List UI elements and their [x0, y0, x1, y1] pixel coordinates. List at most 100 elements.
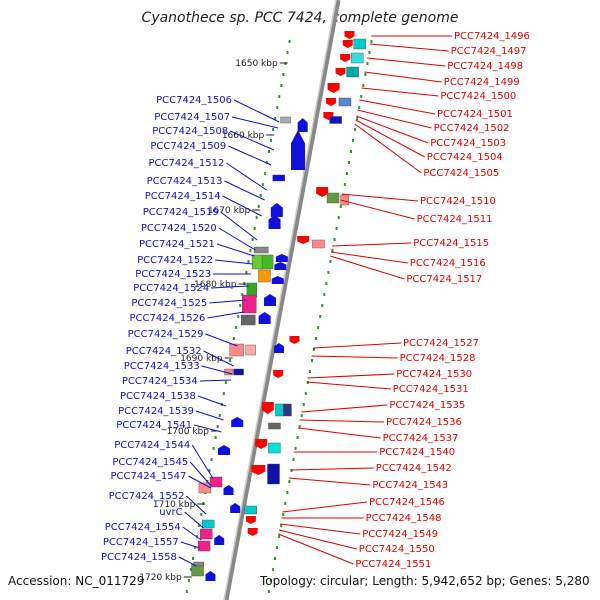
left-leader-line: [209, 299, 247, 304]
right-leader-line: [356, 115, 429, 144]
track-dot: [323, 293, 326, 296]
gene-arrow-reverse: [340, 54, 351, 62]
track-dot: [366, 62, 369, 65]
track-dot: [280, 84, 283, 87]
right-leader-line: [357, 109, 432, 129]
track-dot: [189, 568, 192, 571]
track-dot: [222, 392, 225, 395]
track-dot: [292, 458, 295, 461]
track-dot: [245, 271, 248, 274]
left-leader-line: [226, 162, 267, 191]
right-gene-label: PCC7424_1550: [359, 544, 435, 555]
gene-block: [353, 38, 366, 50]
left-gene-label: PCC7424_1529: [128, 329, 204, 340]
kbp-tick-label: 1660 kbp: [222, 131, 265, 141]
gene-arrow-forward: [258, 312, 271, 324]
gene-arrow-reverse: [335, 68, 346, 76]
track-dot: [370, 40, 373, 43]
left-leader-line: [188, 475, 212, 489]
gene-block: [346, 66, 359, 78]
track-dot: [274, 117, 277, 120]
gene-block: [251, 254, 263, 270]
right-gene-label: PCC7424_1515: [413, 238, 489, 249]
left-gene-label: PCC7424_1512: [148, 158, 224, 169]
right-leader-line: [290, 467, 374, 471]
right-leader-line: [364, 71, 442, 83]
track-dot: [274, 557, 277, 560]
left-leader-line: [199, 379, 232, 382]
track-dot: [253, 227, 256, 230]
track-dot: [339, 205, 342, 208]
track-dot: [228, 359, 231, 362]
gene-arrow-reverse: [342, 40, 353, 48]
left-leader-line: [228, 145, 272, 166]
gene-block: [268, 442, 281, 454]
track-dot: [317, 326, 320, 329]
gene-arrow-reverse: [273, 370, 284, 378]
right-gene-label: PCC7424_1504: [427, 152, 503, 163]
left-gene-label: PCC7424_1534: [122, 376, 198, 387]
gene-block: [260, 254, 274, 270]
left-gene-label: PCC7424_1545: [112, 457, 188, 468]
left-leader-line: [197, 395, 227, 407]
track-dot: [343, 183, 346, 186]
accession-text: Accession: NC_011729: [8, 574, 145, 588]
kbp-tick-label: 1680 kbp: [194, 280, 237, 290]
left-gene-label: PCC7424_1520: [141, 223, 217, 234]
right-gene-label: PCC7424_1542: [376, 463, 452, 474]
track-dot: [235, 326, 238, 329]
right-leader-line: [359, 99, 436, 115]
right-gene-label: PCC7424_1516: [410, 258, 486, 269]
gene-arrow-forward: [230, 503, 241, 513]
track-dot: [276, 106, 279, 109]
track-dot: [208, 469, 211, 472]
right-gene-label: PCC7424_1503: [430, 138, 506, 149]
left-gene-label: PCC7424_1533: [124, 361, 200, 372]
track-dot: [300, 414, 303, 417]
right-gene-label: PCC7424_1517: [406, 274, 482, 285]
left-gene-label: PCC7424_1507: [154, 112, 230, 123]
right-gene-label: PCC7424_1546: [369, 497, 445, 508]
right-leader-line: [280, 523, 361, 535]
gene-arrow-forward: [271, 276, 284, 284]
right-gene-label: PCC7424_1543: [372, 480, 448, 491]
left-gene-label: PCC7424_1508: [152, 126, 228, 137]
right-leader-line: [367, 57, 446, 67]
track-dot: [284, 502, 287, 505]
left-leader-line: [195, 410, 224, 421]
gene-block: [280, 116, 291, 124]
right-gene-label: PCC7424_1499: [444, 77, 520, 88]
right-leader-line: [298, 427, 381, 439]
right-leader-line: [307, 373, 395, 379]
track-dot: [267, 590, 270, 593]
left-gene-label: PCC7424_1524: [133, 283, 209, 294]
gene-arrow-reverse: [261, 402, 274, 414]
gene-arrow-forward: [205, 571, 216, 581]
right-leader-line: [278, 533, 354, 565]
left-gene-label: PCC7424_1547: [110, 471, 186, 482]
left-leader-line: [180, 541, 200, 549]
gene-block: [209, 476, 223, 488]
track-dot: [345, 172, 348, 175]
right-gene-label: PCC7424_1535: [389, 400, 465, 411]
left-gene-label: PCC7424_1557: [103, 537, 179, 548]
track-dot: [298, 425, 301, 428]
left-leader-line: [211, 285, 249, 289]
track-dot: [272, 128, 275, 131]
gene-arrow-forward: [268, 215, 281, 229]
right-leader-line: [288, 477, 371, 486]
left-gene-label: PCC7424_1541: [116, 420, 192, 431]
right-gene-label: PCC7424_1548: [366, 513, 442, 524]
track-dot: [239, 304, 242, 307]
gene-arrow-reverse: [297, 236, 310, 244]
track-dot: [313, 348, 316, 351]
left-gene-label: PCC7424_1519: [143, 207, 219, 218]
kbp-tick-label: 1710 kbp: [153, 500, 196, 510]
gene-block: [275, 403, 284, 417]
track-dot: [310, 359, 313, 362]
track-dot: [296, 436, 299, 439]
gene-block: [272, 174, 285, 182]
map-title: Cyanothece sp. PCC 7424, complete genome: [141, 10, 459, 26]
left-leader-line: [203, 350, 234, 367]
